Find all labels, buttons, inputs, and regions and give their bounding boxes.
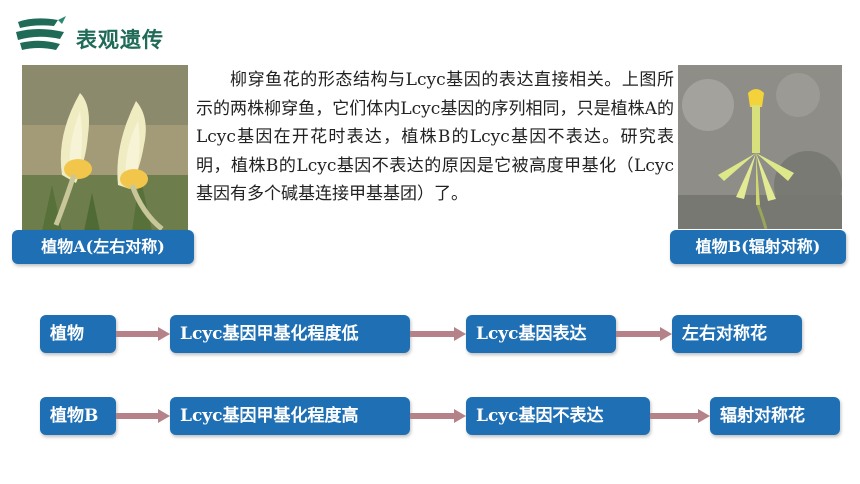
page-title: 表观遗传: [76, 28, 164, 52]
arrow-right-icon: [116, 327, 170, 341]
plant-b-label: 植物B(辐射对称): [670, 230, 846, 264]
description-paragraph: 柳穿鱼花的形态结构与Lcyc基因的表达直接相关。上图所示的两株柳穿鱼，它们体内L…: [196, 70, 674, 205]
flow1-methylation-low-box: Lcyc基因甲基化程度低: [170, 315, 410, 353]
flow1-bilateral-flower-box: 左右对称花: [672, 315, 802, 353]
flow2-radial-flower-box: 辐射对称花: [710, 397, 840, 435]
flow2-plant-b-box: 植物B: [40, 397, 116, 435]
arrow-right-icon: [410, 409, 466, 423]
arrow-right-icon: [650, 409, 710, 423]
flow2-methylation-high-box: Lcyc基因甲基化程度高: [170, 397, 410, 435]
flow2-gene-not-expressed-box: Lcyc基因不表达: [466, 397, 650, 435]
plant-a-label: 植物A(左右对称): [12, 230, 194, 264]
flow1-plant-box: 植物: [40, 315, 116, 353]
arrow-right-icon: [616, 327, 672, 341]
brush-logo-icon: [14, 12, 70, 58]
plant-b-photo: [678, 65, 842, 229]
flow1-gene-expressed-box: Lcyc基因表达: [466, 315, 616, 353]
arrow-right-icon: [410, 327, 466, 341]
plant-a-photo: [22, 65, 188, 231]
arrow-right-icon: [116, 409, 170, 423]
